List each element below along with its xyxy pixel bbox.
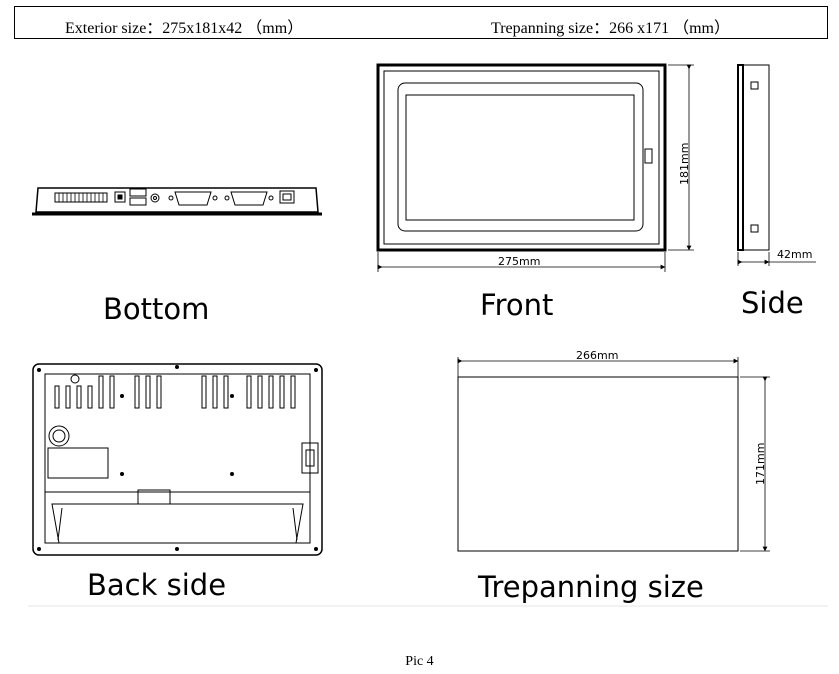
front-view (376, 63, 694, 272)
side-depth-dimension: 42mm (777, 248, 812, 261)
bottom-view-label: Bottom (103, 292, 209, 326)
bottom-view (32, 187, 322, 216)
front-view-label: Front (480, 288, 553, 322)
cutout-width-dimension: 266mm (576, 349, 618, 362)
front-width-dimension: 275mm (498, 255, 540, 268)
front-height-dimension: 181mm (678, 143, 691, 185)
trepanning-size-label: Trepanning size：266 x171 （mm） (491, 20, 730, 37)
back-side-view-label: Back side (87, 568, 226, 602)
exterior-size-label: Exterior size：275x181x42 （mm） (65, 20, 304, 37)
side-view-label: Side (741, 286, 804, 320)
figure-caption: Pic 4 (405, 654, 434, 669)
size-header: Exterior size：275x181x42 （mm） Trepanning… (14, 6, 828, 39)
trepanning-view (457, 357, 770, 552)
cutout-height-dimension: 171mm (754, 443, 767, 485)
back-view (32, 363, 323, 556)
trepanning-view-label: Trepanning size (477, 570, 704, 604)
side-view (737, 64, 816, 266)
